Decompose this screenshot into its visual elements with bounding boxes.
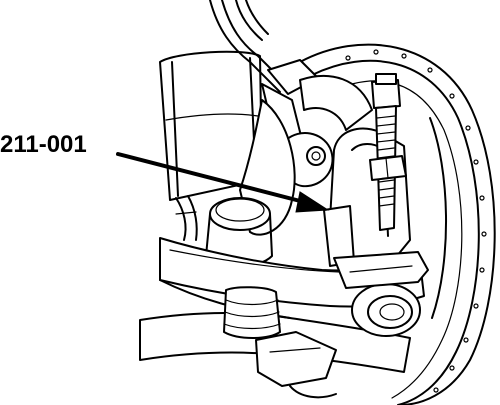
callout-label: 211-001 <box>0 131 87 158</box>
disc-holes <box>345 49 487 393</box>
tie-rod-end <box>255 331 337 399</box>
control-arm-bushing <box>351 283 421 337</box>
strut-body <box>159 50 263 201</box>
callout-arrow-line <box>116 152 306 204</box>
ball-joint-boot <box>223 286 281 339</box>
stabilizer-link <box>175 195 198 241</box>
special-tool <box>323 73 429 289</box>
callout: 211-001 <box>0 131 330 213</box>
callout-arrowhead <box>295 191 330 213</box>
sensor-cable <box>209 0 287 93</box>
